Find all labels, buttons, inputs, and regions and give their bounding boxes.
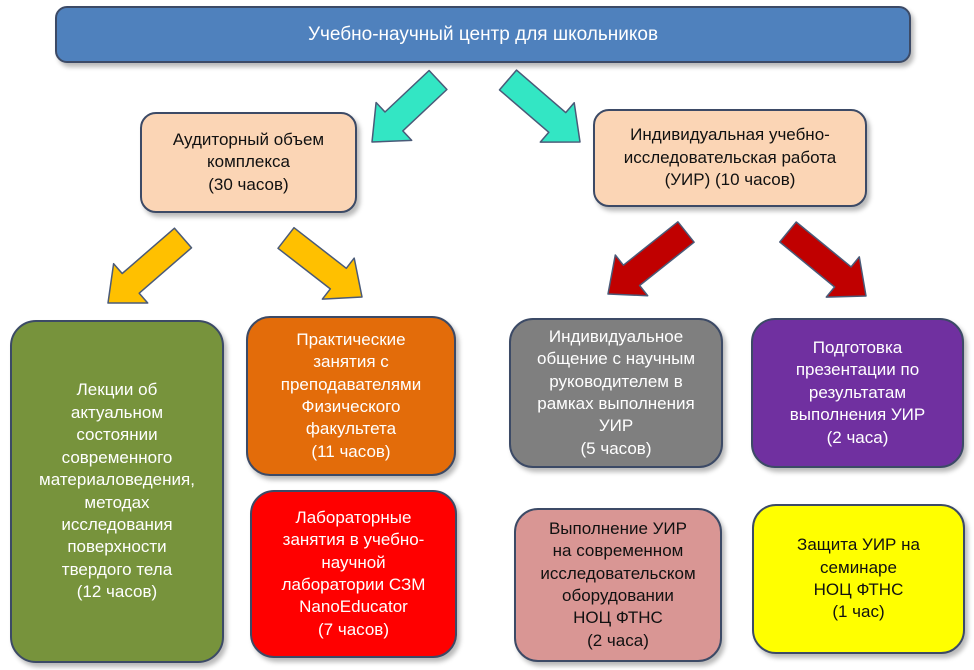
title-text: Учебно-научный центр для школьников [307, 23, 659, 45]
arrow-to-lectures [107, 227, 193, 304]
lectures-box: Лекции об актуальном состоянии современн… [10, 320, 224, 663]
presentation-box: Подготовка презентации по результатам вы… [751, 318, 964, 468]
lectures-text: Лекции об актуальном состоянии современн… [39, 380, 195, 602]
defense-text: Защита УИР на семинаре НОЦ ФТНС (1 час) [797, 535, 920, 622]
presentation-text: Подготовка презентации по результатам вы… [789, 337, 926, 447]
title-box: Учебно-научный центр для школьников [55, 6, 911, 63]
communication-box: Индивидуальное общение с научным руковод… [509, 318, 723, 468]
uir-box: Индивидуальная учебно- исследовательская… [593, 109, 867, 207]
lab-box: Лабораторные занятия в учебно- научной л… [250, 490, 457, 658]
practical-box: Практические занятия с преподавателями Ф… [246, 316, 456, 476]
lab-text: Лабораторные занятия в учебно- научной л… [281, 507, 426, 639]
arrow-to-communication [607, 221, 695, 297]
execution-text: Выполнение УИР на современном исследоват… [540, 518, 696, 650]
arrow-to-presentation [779, 221, 867, 298]
arrow-to-practical [277, 226, 363, 300]
auditory-text: Аудиторный объем комплекса (30 часов) [172, 129, 325, 194]
practical-text: Практические занятия с преподавателями Ф… [280, 329, 422, 461]
communication-text: Индивидуальное общение с научным руковод… [536, 326, 696, 458]
execution-box: Выполнение УИР на современном исследоват… [514, 508, 722, 662]
auditory-box: Аудиторный объем комплекса (30 часов) [140, 112, 357, 213]
arrow-to-auditory [371, 69, 448, 143]
defense-box: Защита УИР на семинаре НОЦ ФТНС (1 час) [752, 504, 965, 654]
uir-text: Индивидуальная учебно- исследовательская… [623, 125, 837, 190]
arrow-to-uir [498, 69, 581, 143]
